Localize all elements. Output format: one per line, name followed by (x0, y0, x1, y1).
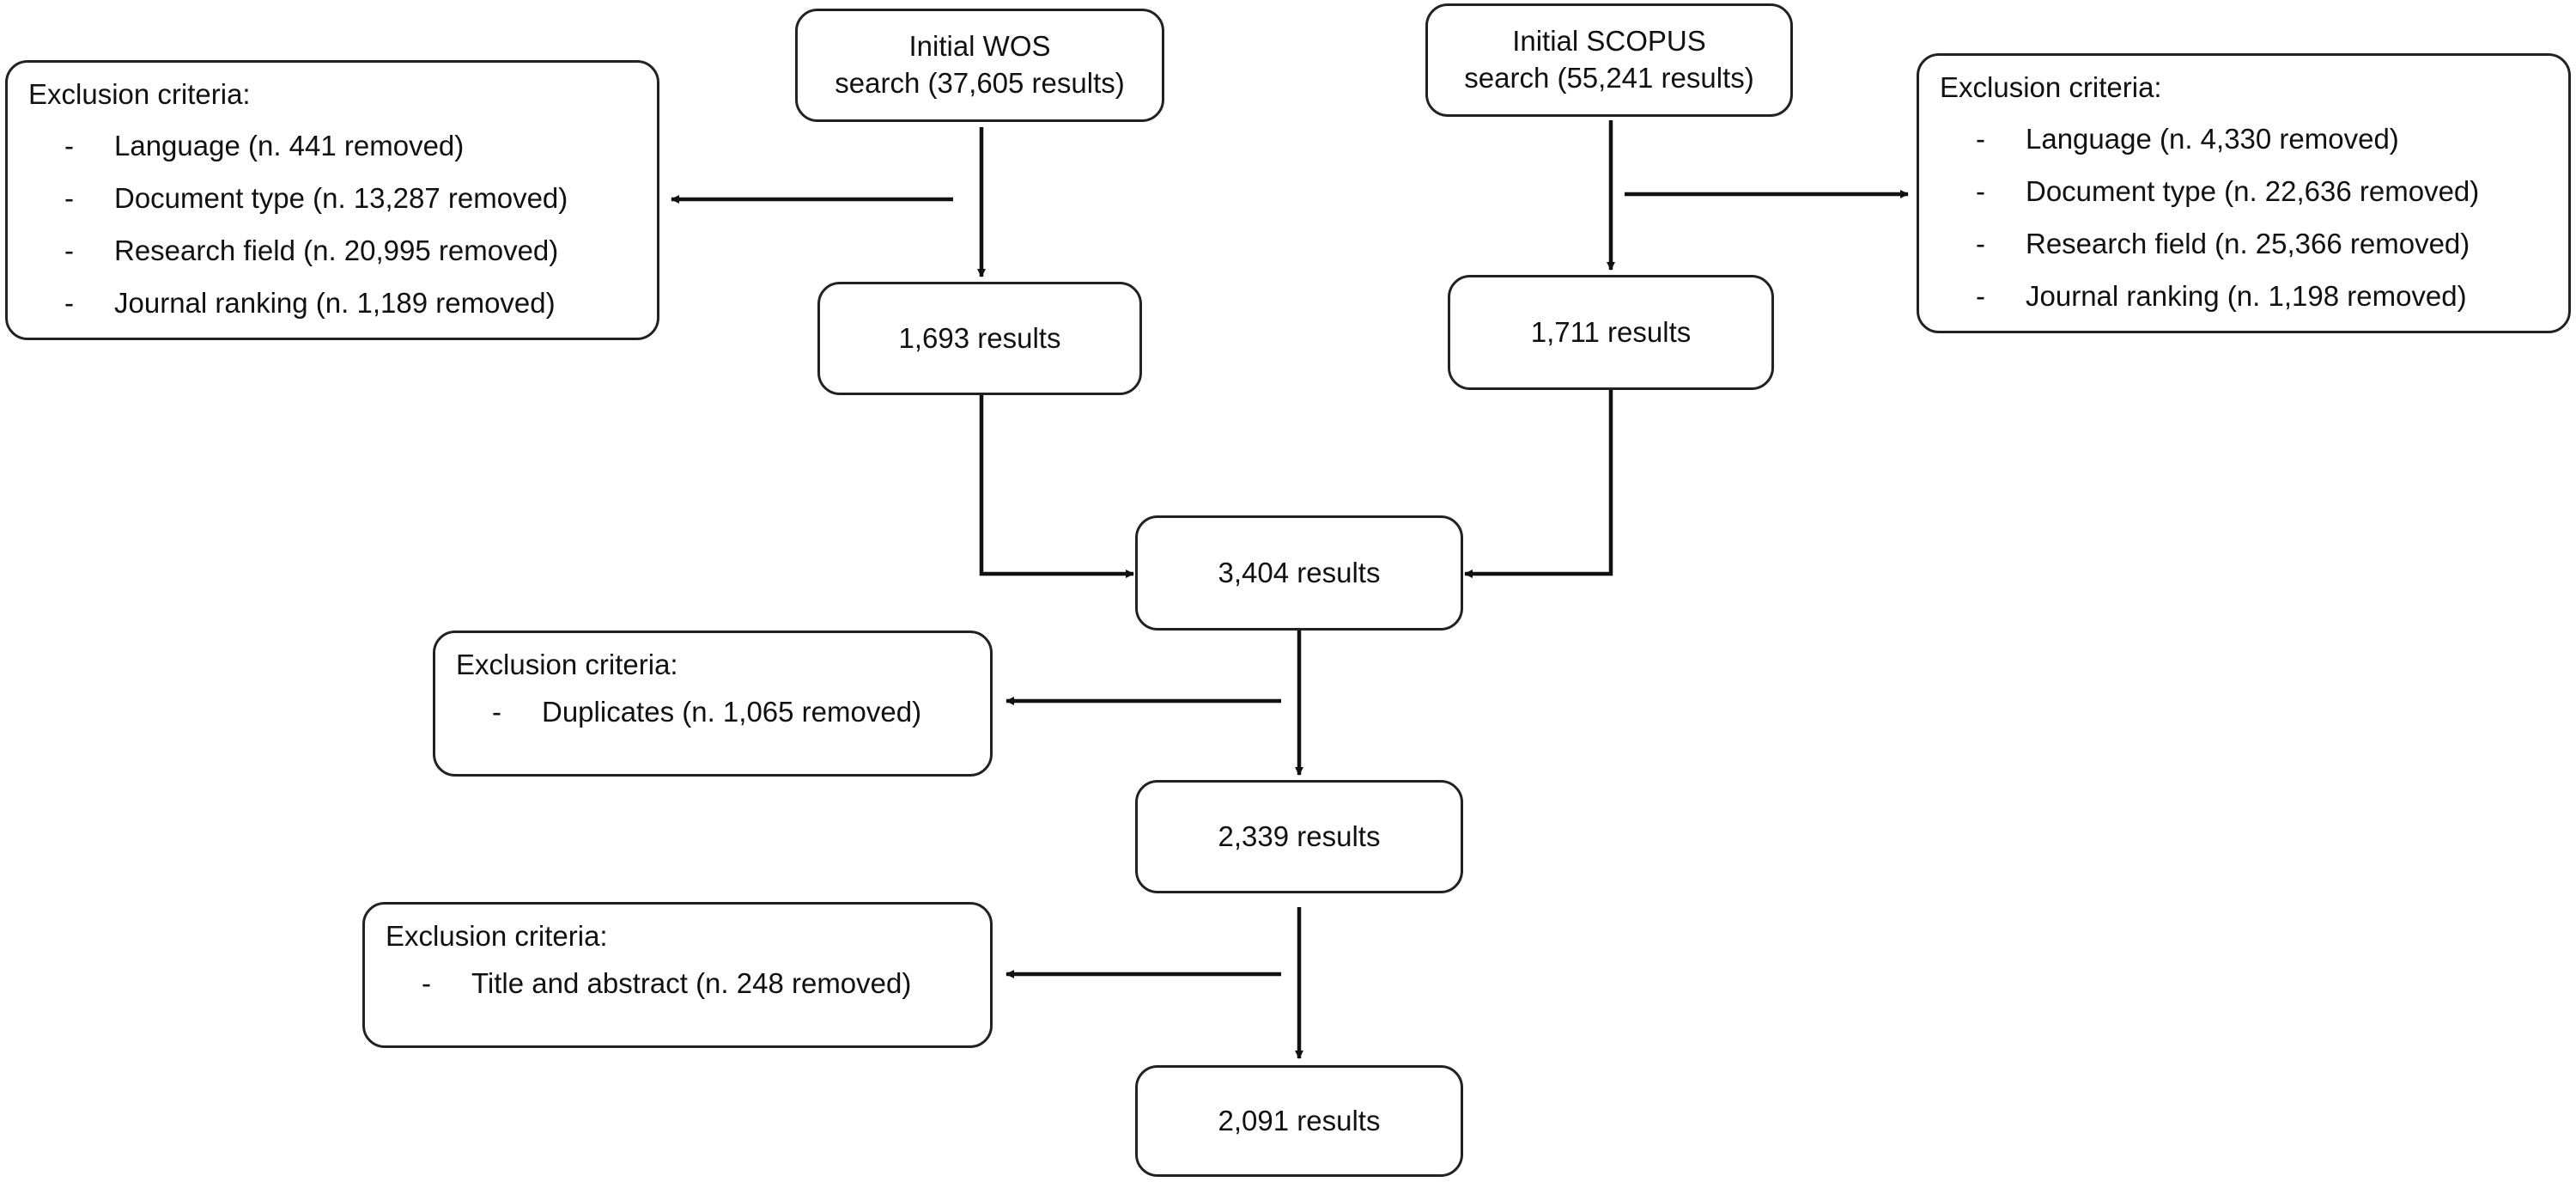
node-final-label: 2,091 results (1218, 1104, 1381, 1136)
list-item: - Research field (n. 20,995 removed) (28, 224, 636, 277)
exclusion-item-language: Language (n. 441 removed) (114, 129, 465, 161)
exclusion-title: Exclusion criteria: (1940, 71, 2162, 103)
exclusion-title: Exclusion criteria: (28, 78, 251, 110)
bullet-dash: - (64, 129, 74, 161)
exclusion-item-journal-ranking: Journal ranking (n. 1,198 removed) (2026, 279, 2467, 312)
node-scopus-initial: Initial SCOPUS search (55,241 results) (1425, 3, 1793, 117)
exclusion-item-title-abstract: Title and abstract (n. 248 removed) (471, 966, 912, 999)
exclusion-title: Exclusion criteria: (456, 649, 678, 680)
bullet-dash: - (1976, 122, 1985, 155)
list-item: - Journal ranking (n. 1,189 removed) (28, 277, 636, 329)
bullet-dash: - (1976, 227, 1985, 259)
node-merged: 3,404 results (1135, 515, 1463, 631)
bullet-dash: - (64, 181, 74, 214)
exclusion-title: Exclusion criteria: (386, 920, 608, 952)
node-wos-filtered: 1,693 results (817, 282, 1142, 395)
exclusion-box-title-abstract: Exclusion criteria: - Title and abstract … (362, 902, 993, 1048)
exclusion-list: - Language (n. 441 removed) - Document typ… (28, 119, 636, 329)
bullet-dash: - (422, 966, 431, 999)
exclusion-box-scopus: Exclusion criteria: - Language (n. 4,330 … (1917, 53, 2571, 333)
bullet-dash: - (64, 234, 74, 266)
bullet-dash: - (64, 286, 74, 319)
node-merged-label: 3,404 results (1218, 556, 1381, 588)
bullet-dash: - (1976, 174, 1985, 207)
list-item: - Research field (n. 25,366 removed) (1940, 217, 2548, 270)
node-scopus-initial-line2: search (55,241 results) (1464, 62, 1754, 94)
exclusion-item-research-field: Research field (n. 25,366 removed) (2026, 227, 2470, 259)
node-wos-initial-line1: Initial WOS (908, 30, 1051, 63)
list-item: - Duplicates (n. 1,065 removed) (456, 690, 969, 734)
arrow-scopus-to-merged (1464, 390, 1613, 578)
exclusion-item-duplicates: Duplicates (n. 1,065 removed) (542, 695, 922, 728)
exclusion-list: - Duplicates (n. 1,065 removed) (456, 690, 969, 734)
node-final: 2,091 results (1135, 1065, 1463, 1177)
exclusion-item-journal-ranking: Journal ranking (n. 1,189 removed) (114, 286, 556, 319)
node-scopus-filtered: 1,711 results (1448, 275, 1774, 390)
exclusion-item-research-field: Research field (n. 20,995 removed) (114, 234, 559, 266)
exclusion-box-wos: Exclusion criteria: - Language (n. 441 re… (5, 60, 659, 340)
exclusion-item-document-type: Document type (n. 22,636 removed) (2026, 174, 2480, 207)
list-item: - Language (n. 441 removed) (28, 119, 636, 172)
node-wos-initial-line2: search (37,605 results) (835, 67, 1125, 99)
list-item: - Language (n. 4,330 removed) (1940, 113, 2548, 165)
list-item: - Journal ranking (n. 1,198 removed) (1940, 270, 2548, 322)
node-wos-initial: Initial WOS search (37,605 results) (795, 9, 1164, 122)
node-scopus-filtered-label: 1,711 results (1530, 315, 1692, 348)
list-item: - Title and abstract (n. 248 removed) (386, 961, 969, 1006)
bullet-dash: - (492, 695, 501, 728)
list-item: - Document type (n. 13,287 removed) (28, 172, 636, 224)
node-deduplicated: 2,339 results (1135, 780, 1463, 893)
exclusion-item-document-type: Document type (n. 13,287 removed) (114, 181, 568, 214)
exclusion-list: - Title and abstract (n. 248 removed) (386, 961, 969, 1006)
exclusion-box-duplicates: Exclusion criteria: - Duplicates (n. 1,06… (433, 631, 993, 777)
node-deduplicated-label: 2,339 results (1218, 819, 1381, 852)
exclusion-item-language: Language (n. 4,330 removed) (2026, 122, 2399, 155)
exclusion-list: - Language (n. 4,330 removed) - Document t… (1940, 113, 2548, 322)
bullet-dash: - (1976, 279, 1985, 312)
arrow-wos-to-merged (979, 395, 1134, 578)
node-scopus-initial-line1: Initial SCOPUS (1512, 25, 1706, 58)
node-wos-filtered-label: 1,693 results (898, 321, 1061, 354)
list-item: - Document type (n. 22,636 removed) (1940, 165, 2548, 217)
